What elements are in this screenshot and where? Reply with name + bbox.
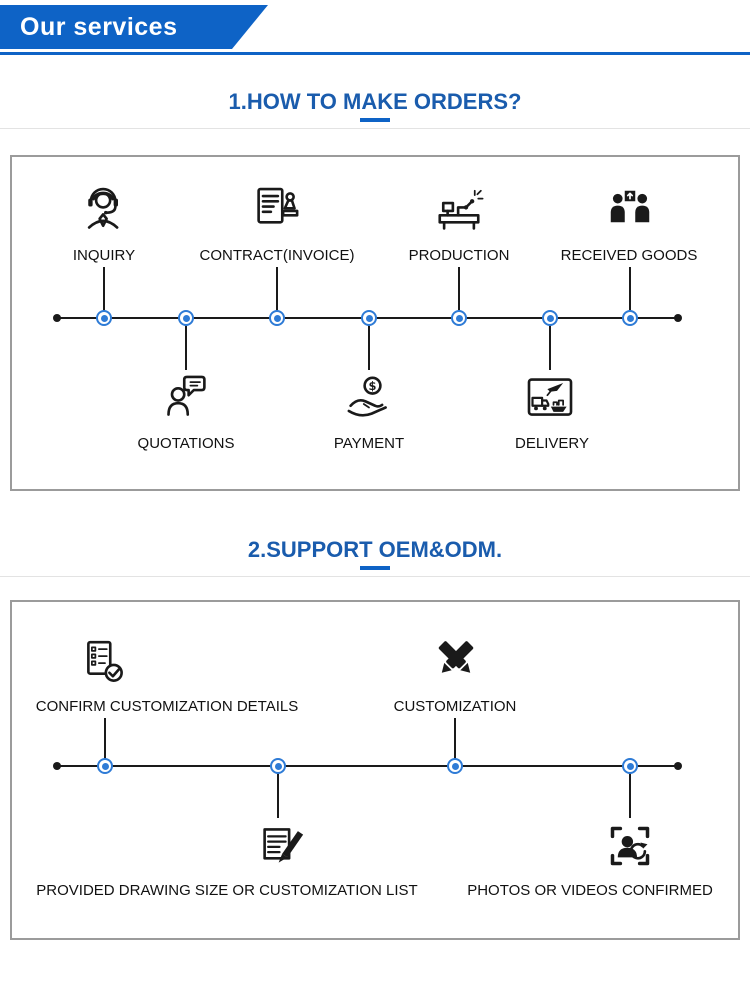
timeline-node-confirm — [97, 758, 113, 774]
services-banner: Our services — [0, 5, 268, 49]
section1-title-underline — [360, 118, 390, 122]
panel-oem-odm: CONFIRM CUSTOMIZATION DETAILS CUSTOMIZAT… — [10, 600, 740, 940]
step-label-production: PRODUCTION — [408, 247, 510, 264]
header-divider — [0, 52, 750, 55]
connector-line — [629, 772, 631, 818]
step-label-customization: CUSTOMIZATION — [393, 698, 517, 715]
timeline — [57, 765, 678, 767]
timeline-node-inquiry — [96, 310, 112, 326]
drawing-list-icon — [255, 818, 311, 874]
connector-line — [277, 772, 279, 818]
connector-line — [185, 324, 187, 370]
production-icon — [431, 182, 487, 238]
timeline-node-drawing — [270, 758, 286, 774]
delivery-icon — [522, 369, 578, 425]
timeline-node-delivery — [542, 310, 558, 326]
connector-line — [549, 324, 551, 370]
photos-confirmed-icon — [602, 818, 658, 874]
connector-line — [458, 267, 460, 312]
section2-title-underline — [360, 566, 390, 570]
timeline-node-production — [451, 310, 467, 326]
connector-line — [104, 718, 106, 760]
timeline-end-dot — [53, 762, 61, 770]
step-label-delivery: DELIVERY — [515, 435, 589, 452]
inquiry-icon — [76, 182, 132, 238]
step-label-contract: CONTRACT(INVOICE) — [199, 247, 355, 264]
timeline-end-dot — [674, 314, 682, 322]
panel-how-to-order: INQUIRY CONTRACT(INVOICE) PRODUCTION REC… — [10, 155, 740, 491]
received-goods-icon — [602, 182, 658, 238]
timeline-node-photos — [622, 758, 638, 774]
timeline-node-customization — [447, 758, 463, 774]
step-label-drawing-list: PROVIDED DRAWING SIZE OR CUSTOMIZATION L… — [36, 882, 418, 899]
connector-line — [454, 718, 456, 760]
contract-icon — [249, 182, 305, 238]
step-label-confirm-details: CONFIRM CUSTOMIZATION DETAILS — [35, 698, 299, 715]
connector-line — [629, 267, 631, 312]
confirm-details-icon — [77, 636, 133, 692]
customization-icon — [428, 634, 484, 690]
timeline-node-received — [622, 310, 638, 326]
step-label-photos-confirmed: PHOTOS OR VIDEOS CONFIRMED — [467, 882, 713, 899]
step-label-payment: PAYMENT — [333, 435, 405, 452]
quotations-icon — [158, 369, 214, 425]
connector-line — [103, 267, 105, 312]
timeline-node-payment — [361, 310, 377, 326]
section2-divider — [0, 576, 750, 577]
section2-title: 2.SUPPORT OEM&ODM. — [247, 537, 503, 562]
step-label-received-goods: RECEIVED GOODS — [560, 247, 698, 264]
section1-divider — [0, 128, 750, 129]
svg-text:$: $ — [369, 379, 377, 393]
timeline-node-contract — [269, 310, 285, 326]
step-label-inquiry: INQUIRY — [72, 247, 136, 264]
timeline-end-dot — [53, 314, 61, 322]
timeline-end-dot — [674, 762, 682, 770]
section1-title: 1.HOW TO MAKE ORDERS? — [228, 89, 522, 114]
banner-title: Our services — [20, 12, 178, 41]
step-label-quotations: QUOTATIONS — [137, 435, 235, 452]
connector-line — [276, 267, 278, 312]
payment-icon: $ — [341, 369, 397, 425]
timeline-node-quotations — [178, 310, 194, 326]
connector-line — [368, 324, 370, 370]
